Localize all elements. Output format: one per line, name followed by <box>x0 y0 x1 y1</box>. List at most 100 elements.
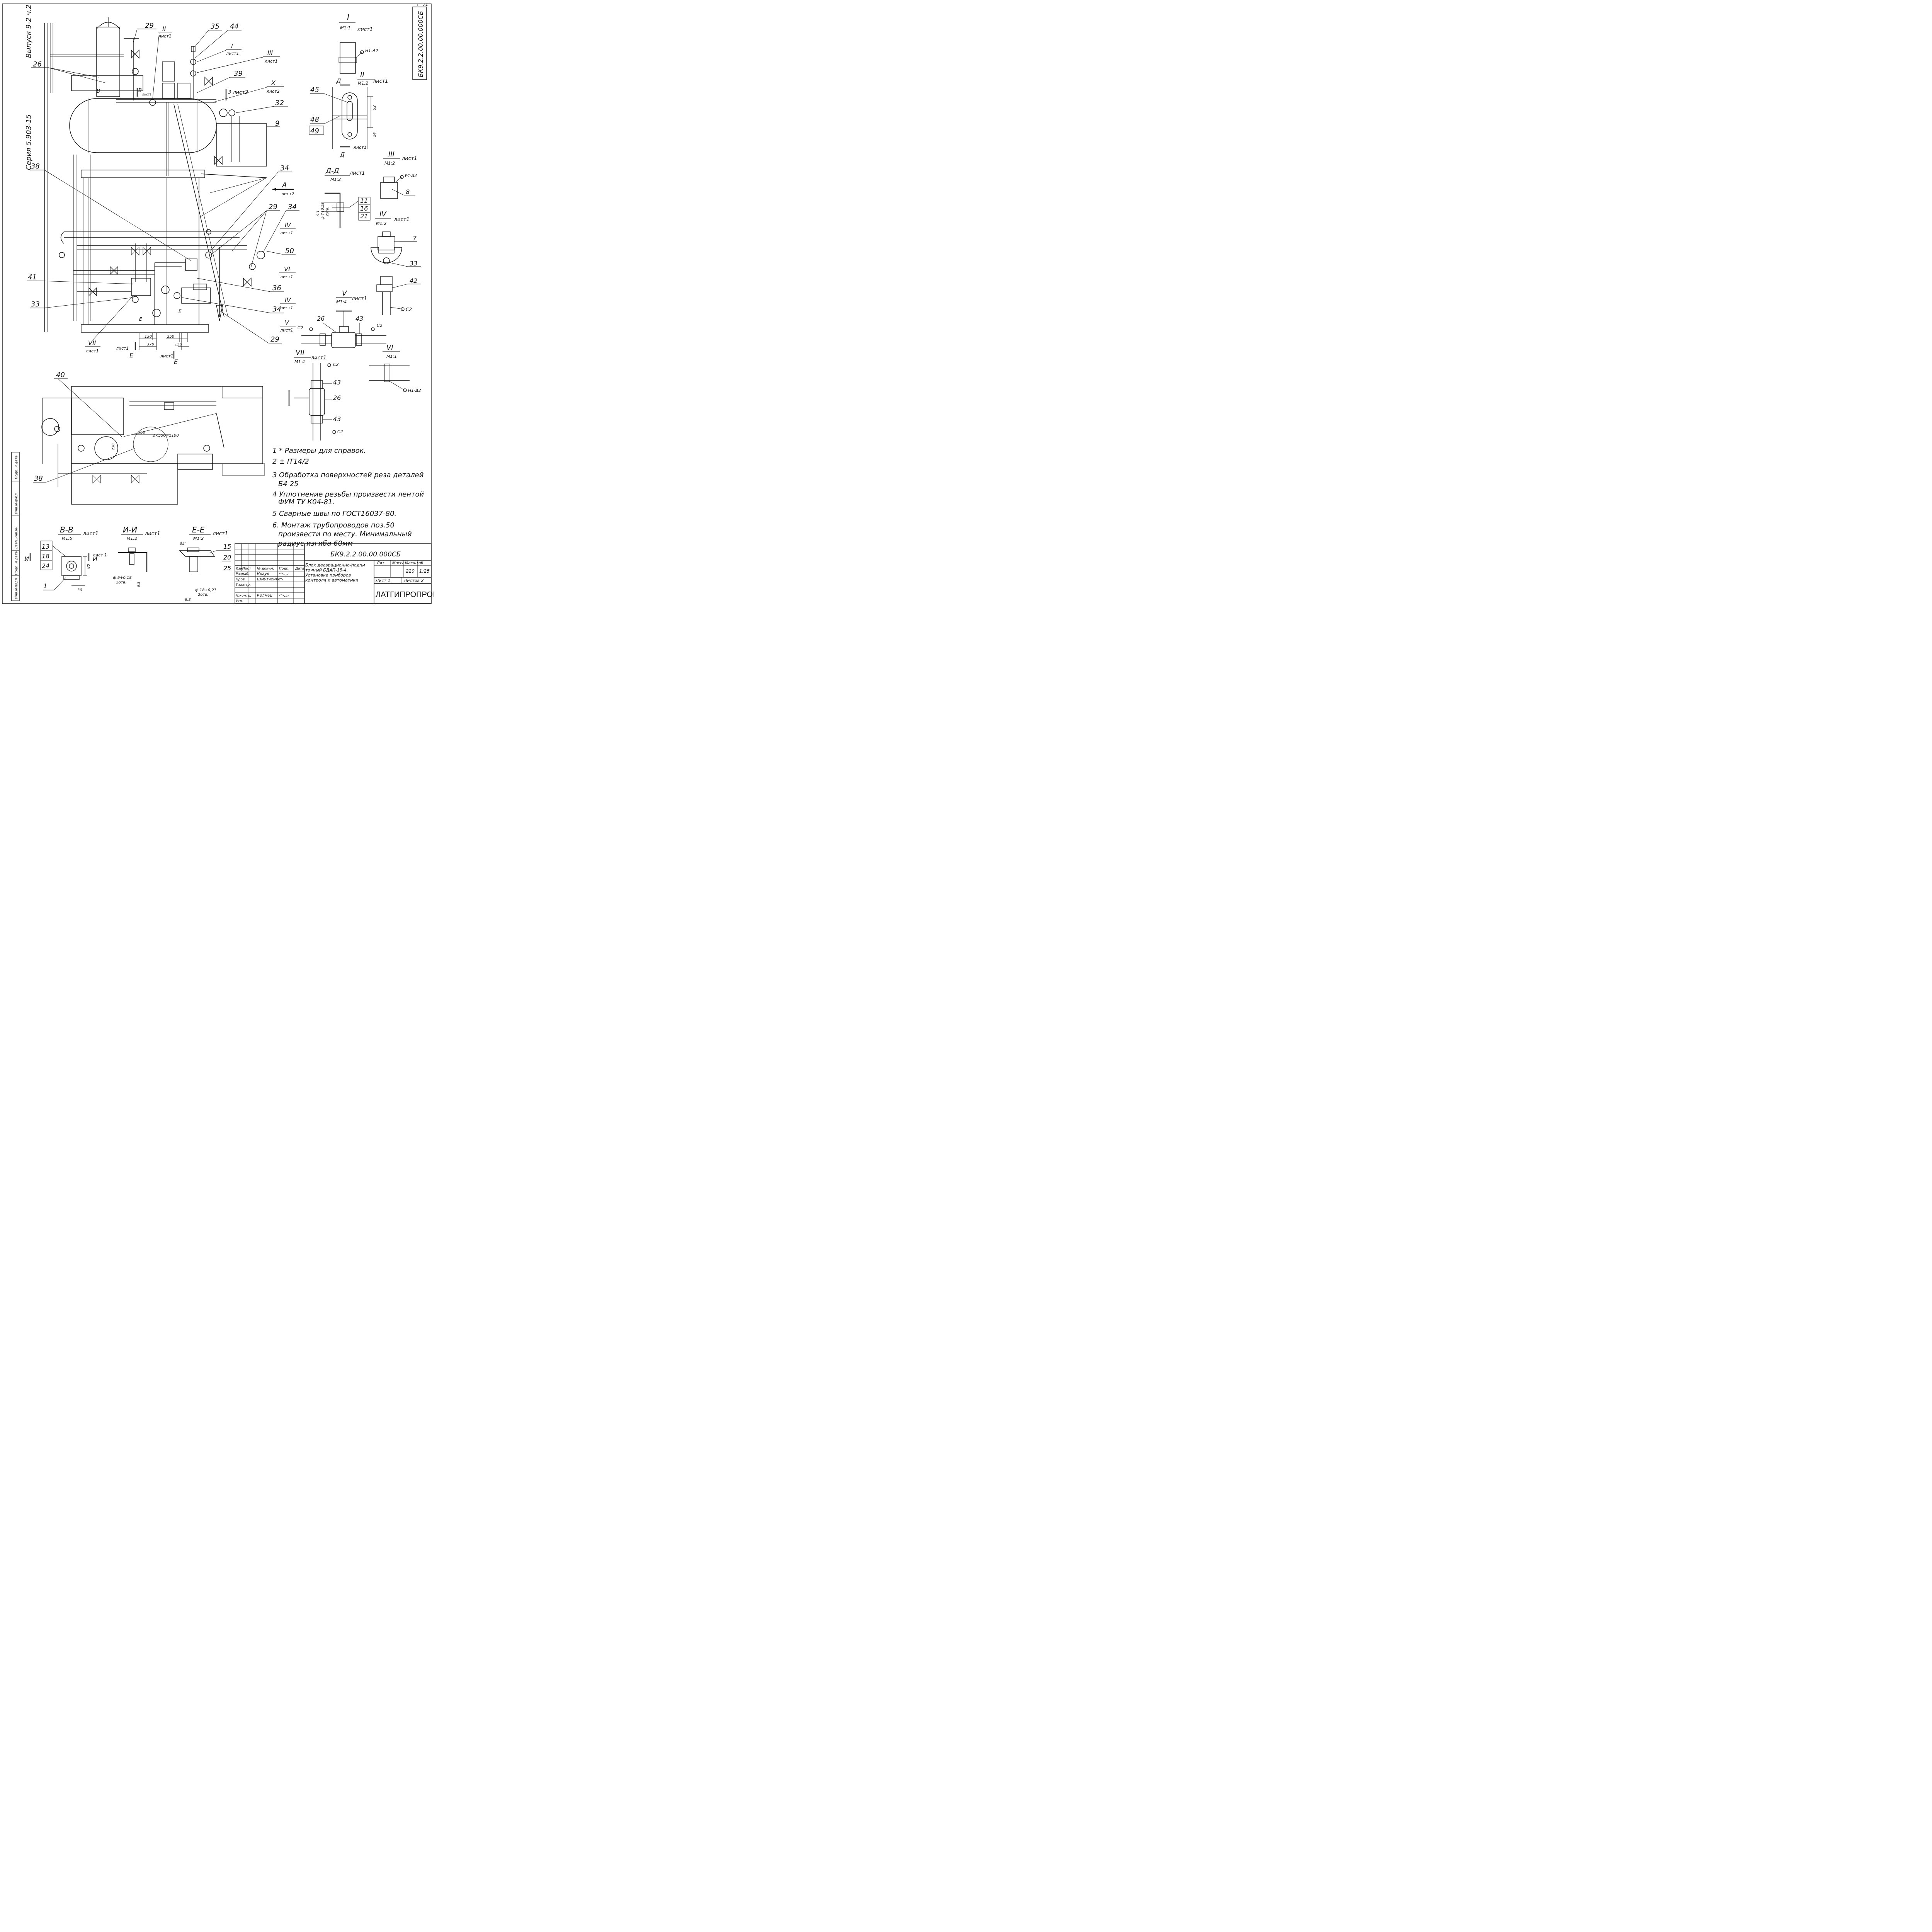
detail-IIcut-sheet: лист1 <box>145 531 160 537</box>
note-5: 5 Сварные швы по ГОСТ16037-80. <box>272 510 396 518</box>
series-label: Серия 5.903-15 <box>25 114 33 170</box>
detail-III-sheet: лист1 <box>401 156 417 162</box>
callout-29c: 29 <box>270 335 279 344</box>
detail-EE-dim-phi: ф 18+0,21 <box>195 588 216 592</box>
drawing-sheet: 71 Выпуск 9-2 ч.2 Серия 5.903-15 БК9.2.2… <box>2 2 434 604</box>
mark-IV-sheet: лист1 <box>280 230 293 235</box>
doc-code-box <box>412 7 427 80</box>
detail-II-title: II <box>360 71 364 79</box>
mark-B: В <box>138 88 142 94</box>
detail-BB-scale: М1:5 <box>62 536 72 541</box>
detail-VI: VI М1:1 Н1-Δ2 <box>369 344 421 393</box>
detail-IIcut-dim-holes: 2отв. <box>116 580 126 585</box>
detail-BB-cut-left: И <box>24 555 29 563</box>
note-6b: произвести по месту. Минимальный <box>278 530 412 538</box>
detail-IIcut-dim-phi: ф 9+0,18 <box>113 576 132 580</box>
mark-IV-b-sheet: лист1 <box>280 305 293 310</box>
detail-IV-scale: М1:2 <box>376 221 386 226</box>
detail-BB-label-24: 24 <box>42 562 49 570</box>
tb-title-1: Блок деаэрационно-подпи <box>305 563 365 568</box>
detail-VI-scale: М1:1 <box>386 354 397 359</box>
plan-dim-550: 550 <box>138 430 145 435</box>
detail-EE-label-25: 25 <box>223 565 231 572</box>
detail-IV-label-33: 33 <box>410 260 417 267</box>
stamp-inv-orig: Инв.№подл. <box>15 577 19 599</box>
tb-col-izm: Изм <box>236 567 243 571</box>
detail-VI-weld: Н1-Δ2 <box>408 388 421 393</box>
detail-BB-cut-right: И <box>93 555 97 563</box>
detail-IV-title: IV <box>379 210 387 218</box>
callout-34c: 34 <box>272 305 281 313</box>
detail-DD-label-21: 21 <box>360 213 368 220</box>
detail-DD: Д-Д М1:2 лист1 6,3 ф 7+0,18 2отв. 11 16 … <box>316 167 371 228</box>
detail-EE-dim-63: 6,3 <box>185 598 191 602</box>
detail-V-label-26: 26 <box>317 315 325 322</box>
callout-35: 35 <box>211 22 219 31</box>
detail-VII-sheet: лист1 <box>311 355 327 361</box>
tb-name-1: Крауя <box>257 572 269 576</box>
tb-title-3: Установка приборов <box>305 573 351 578</box>
detail-VII-label-43a: 43 <box>333 379 341 386</box>
detail-DD-scale: М1:2 <box>330 177 341 182</box>
detail-VII-weld-1: С2 <box>333 362 339 367</box>
tb-name-2: Шмутченко <box>257 577 281 582</box>
detail-DD-title: Д-Д <box>325 167 339 175</box>
detail-II-label-48: 48 <box>310 116 319 124</box>
detail-BB-dim-30: 30 <box>77 588 82 592</box>
note-3: 3 Обработка поверхностей реза деталей <box>272 471 424 479</box>
detail-V-label-43: 43 <box>355 315 363 322</box>
tb-scale: 1:25 <box>419 568 430 574</box>
e1-mark: Е <box>129 352 134 359</box>
detail-VI-title: VI <box>386 344 393 352</box>
plan-dim-1100: 2×550=1100 <box>153 434 179 438</box>
note-1: 1 * Размеры для справок. <box>272 447 366 455</box>
detail-II-sheet: лист1 <box>372 78 388 84</box>
detail-I-scale: М1:1 <box>340 26 350 31</box>
tb-name-4: Колмец <box>257 594 272 598</box>
tb-col-sign: Подп. <box>279 567 289 571</box>
stamp-sign-date-1: Подп. и дата <box>15 551 19 575</box>
tb-sheet: Лист 1 <box>375 578 390 583</box>
tb-org: ЛАТГИПРОПРОМ <box>376 590 434 599</box>
note-6: 6. Монтаж трубопроводов поз.50 <box>272 521 395 529</box>
mark-IV-b: IV <box>285 296 291 304</box>
mark-III: III <box>267 49 273 56</box>
callout-50: 50 <box>285 247 294 255</box>
detail-III-title: III <box>388 150 395 158</box>
tb-role-ncontrol: Н.контр. <box>236 594 251 598</box>
tb-sheets: Листов 2 <box>403 578 424 583</box>
detail-DD-dim-phi: ф 7+0,18 <box>321 202 325 219</box>
detail-DD-label-16: 16 <box>360 205 368 212</box>
notes: 1 * Размеры для справок. 2 ± IT14/2 3 Об… <box>272 447 424 548</box>
e2-mark: Е <box>174 358 178 366</box>
detail-III-weld: У4-Δ2 <box>405 173 417 178</box>
stamp-inv-dup: Инв.№дубл. <box>15 492 19 514</box>
mark-VI-sheet: лист1 <box>280 274 293 279</box>
mark-A-sheet: лист2 <box>281 191 294 196</box>
mark-B-left: В <box>97 88 100 94</box>
detail-BB-title: В-В <box>60 525 73 534</box>
callout-34b: 34 <box>288 203 297 211</box>
plan-view: 550 2×550=1100 230 40 38 <box>33 371 265 505</box>
mark-II-sheet: лист1 <box>158 34 172 39</box>
e1-sheet: лист1 <box>116 346 129 351</box>
tb-col-date: Дата <box>295 567 304 571</box>
detail-IIcut-title: И-И <box>123 525 137 534</box>
detail-EE-label-15: 15 <box>223 543 231 550</box>
tb-col-list: Лист <box>242 567 252 571</box>
detail-I-weld: Н1-Δ2 <box>365 48 378 53</box>
dim-250: 250 <box>167 335 174 339</box>
mark-X: X <box>271 79 276 87</box>
mark-I-sheet: лист1 <box>226 51 239 56</box>
tb-title-2: точный БДАП-15-4. <box>305 568 348 573</box>
tb-role-check: Пров. <box>236 578 246 582</box>
mark-VI: VI <box>284 265 290 273</box>
detail-EE-label-20: 20 <box>223 554 231 561</box>
signature-1 <box>279 573 289 575</box>
tb-lit-label: Лит <box>376 561 385 565</box>
plan-dim-230: 230 <box>112 444 116 450</box>
main-elevation: 130 370 250 150 лист1 Е лист1 Е Е Е <box>44 17 267 366</box>
detail-II-label-45: 45 <box>310 86 319 94</box>
mark-3-sheet2: 3 лист2 <box>228 90 248 95</box>
callout-29a: 29 <box>145 22 154 30</box>
